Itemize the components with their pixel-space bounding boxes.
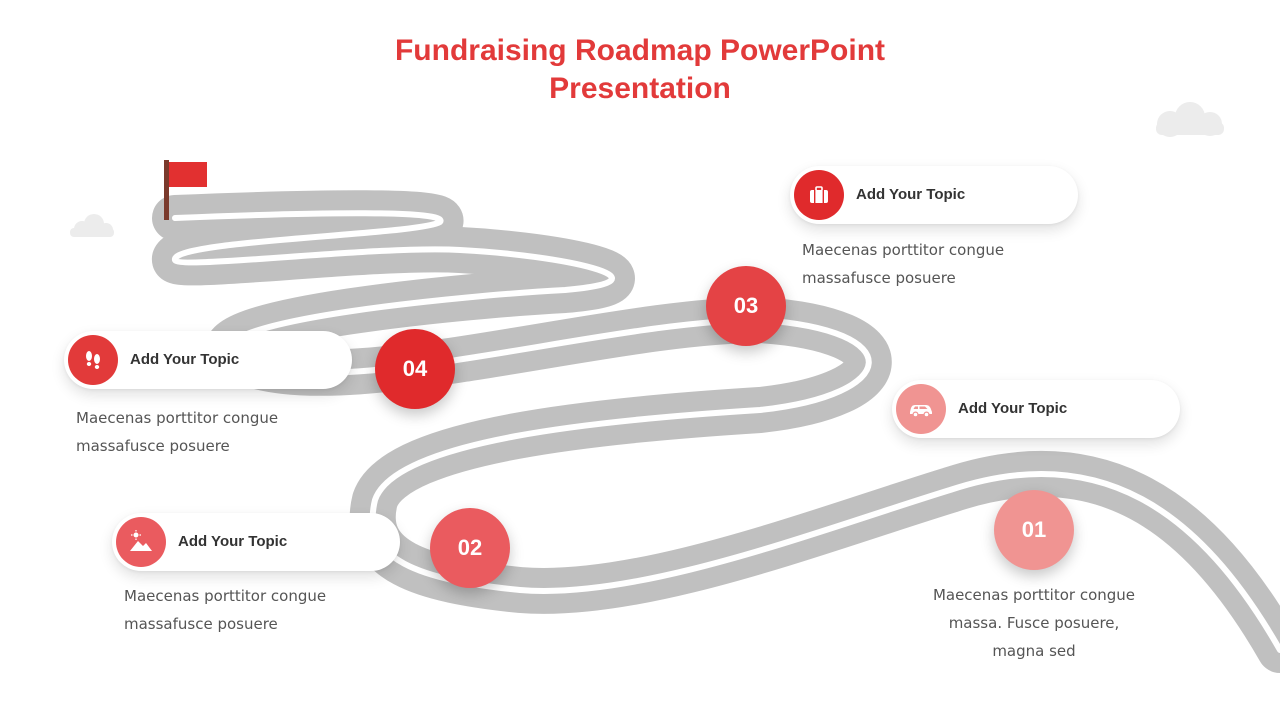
briefcase-icon (810, 186, 828, 203)
topic-icon-01 (896, 384, 946, 434)
topic-label-04: Add Your Topic (130, 351, 240, 368)
topic-card-03[interactable]: Add Your Topic (790, 166, 1078, 224)
cloud-icon (1156, 102, 1224, 137)
step-badge-03: 03 (706, 266, 786, 346)
topic-icon-03 (794, 170, 844, 220)
title-line-1: Fundraising Roadmap PowerPoint (394, 34, 886, 67)
road-center-line (171, 210, 1280, 653)
topic-card-02[interactable]: Add Your Topic (112, 513, 400, 571)
topic-desc-04: Maecenas porttitor congue massafusce pos… (76, 409, 279, 455)
footprints-icon (86, 351, 100, 369)
step-badge-02: 02 (430, 508, 510, 588)
topic-desc-01: Maecenas porttitor congue massa. Fusce p… (932, 586, 1136, 660)
step-badge-04: 04 (375, 329, 455, 409)
step-badge-01: 01 (994, 490, 1074, 570)
topic-desc-02: Maecenas porttitor congue massafusce pos… (124, 587, 327, 633)
topic-card-04[interactable]: Add Your Topic (64, 331, 352, 389)
mountain-sun-icon (130, 530, 152, 551)
topic-desc-03: Maecenas porttitor congue massafusce pos… (802, 241, 1005, 287)
slide-title: Fundraising Roadmap PowerPoint Presentat… (0, 32, 1280, 108)
flag-icon (164, 160, 207, 220)
topic-label-02: Add Your Topic (178, 533, 288, 550)
topic-label-03: Add Your Topic (856, 186, 966, 203)
cloud-icon (70, 214, 114, 237)
topic-icon-02 (116, 517, 166, 567)
title-line-2: Presentation (549, 72, 731, 105)
car-icon (910, 405, 932, 418)
topic-card-01[interactable]: Add Your Topic (892, 380, 1180, 438)
topic-icon-04 (68, 335, 118, 385)
topic-label-01: Add Your Topic (958, 400, 1068, 417)
